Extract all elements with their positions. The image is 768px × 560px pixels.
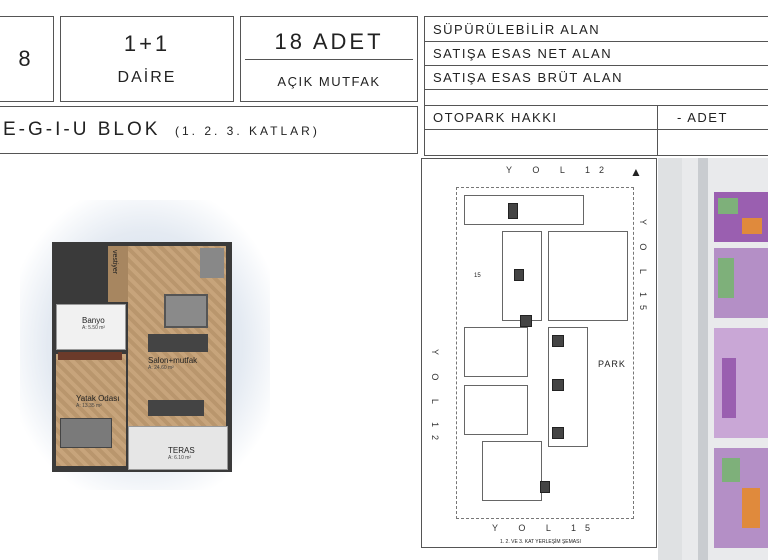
highlight-block <box>514 269 524 281</box>
parking-label: OTOPARK HAKKI <box>433 110 558 125</box>
closet-label: vestiyer <box>111 250 118 275</box>
building <box>464 195 584 225</box>
highlight-block <box>552 335 564 347</box>
highlight-block <box>552 427 564 439</box>
area-row: SÜPÜRÜLEBİLİR ALAN <box>425 17 768 42</box>
block-title: E-G-I-U BLOK <box>3 119 161 140</box>
room-name: Banyo <box>82 316 105 325</box>
room-name: Yatak Odası <box>76 394 120 403</box>
unit-count: 18 ADET <box>274 29 384 54</box>
building <box>464 327 528 377</box>
area-label: SATIŞA ESAS NET ALAN <box>433 46 613 61</box>
building <box>464 385 528 435</box>
terrace <box>128 426 228 470</box>
unit-type: 1+1 <box>123 31 171 56</box>
left-cut-cell: 8 <box>0 16 54 102</box>
room-label: Banyo A: 5.50 m² <box>82 316 105 331</box>
park-label: PARK <box>598 359 626 369</box>
building <box>482 441 542 501</box>
road-label: Y O L 12 <box>506 165 614 175</box>
site-number: 15 <box>474 273 481 279</box>
highlight-block <box>520 315 532 327</box>
floor-plan: vestiyer Banyo A: 5.50 m² Salon+mutfak A… <box>0 160 410 560</box>
area-label: SÜPÜRÜLEBİLİR ALAN <box>433 22 601 37</box>
room-label: Salon+mutfak A: 24.60 m² <box>148 356 197 371</box>
road-label: Y O L 15 <box>638 219 648 319</box>
highlight-block <box>552 379 564 391</box>
bathroom <box>56 304 126 350</box>
unit-count-cell: 18 ADET AÇIK MUTFAK <box>240 16 418 102</box>
room-area: A: 13.35 m² <box>76 403 102 409</box>
closet: vestiyer <box>108 246 128 302</box>
road-label: Y O L 12 <box>430 349 440 449</box>
left-cut-text: 8 <box>18 46 34 71</box>
road-label: Y O L 15 <box>492 523 600 533</box>
compass-icon: ▲ <box>630 165 642 179</box>
parking-row: OTOPARK HAKKI - ADET <box>425 105 768 156</box>
unit-kind: DAİRE <box>117 69 177 86</box>
area-table: SÜPÜRÜLEBİLİR ALAN SATIŞA ESAS NET ALAN … <box>424 16 768 156</box>
building <box>548 231 628 321</box>
area-row: SATIŞA ESAS NET ALAN <box>425 41 768 66</box>
masterplan-image <box>658 158 768 560</box>
highlight-block <box>540 481 550 493</box>
parking-value: - ADET <box>677 110 728 125</box>
bedroom <box>56 354 126 466</box>
room-area: A: 5.50 m² <box>82 325 106 331</box>
block-title-cell: E-G-I-U BLOK (1. 2. 3. KATLAR) <box>0 106 418 154</box>
unit-type-cell: 1+1 DAİRE <box>60 16 234 102</box>
room-label: Yatak Odası A: 13.35 m² <box>76 394 119 409</box>
block-floors: (1. 2. 3. KATLAR) <box>175 124 320 138</box>
room-name: TERAS <box>168 446 195 455</box>
kitchen-type: AÇIK MUTFAK <box>277 74 381 89</box>
site-plan: Y O L 12 Y O L 15 Y O L 12 Y O L 15 ▲ PA… <box>421 158 657 548</box>
room-area: A: 24.60 m² <box>148 365 174 371</box>
area-label: SATIŞA ESAS BRÜT ALAN <box>433 70 623 85</box>
highlight-block <box>508 203 518 219</box>
area-row: SATIŞA ESAS BRÜT ALAN <box>425 65 768 90</box>
room-area: A: 6.10 m² <box>168 455 192 461</box>
site-caption: 1. 2. VE 3. KAT YERLEŞİM ŞEMASI <box>500 539 581 545</box>
room-name: Salon+mutfak <box>148 356 198 365</box>
room-label: TERAS A: 6.10 m² <box>168 446 195 461</box>
